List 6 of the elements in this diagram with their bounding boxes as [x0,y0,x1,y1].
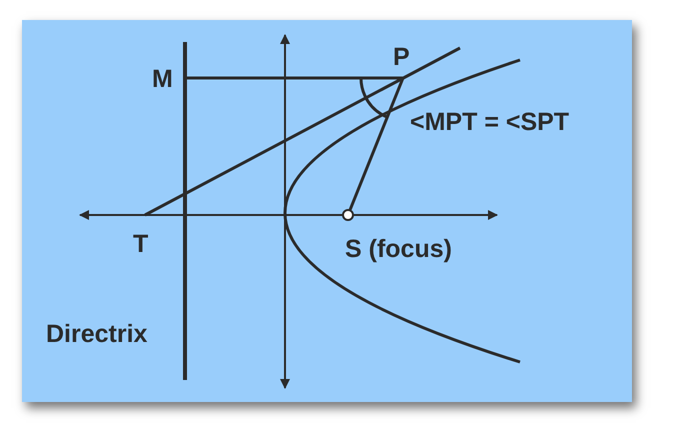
directrix-label: Directrix [46,322,148,347]
angle-equation: <MPT = <SPT [410,110,570,135]
point-label: M [152,67,173,92]
point-label: P [393,45,410,70]
point-label: S (focus) [345,237,452,262]
point-label: T [133,232,148,257]
